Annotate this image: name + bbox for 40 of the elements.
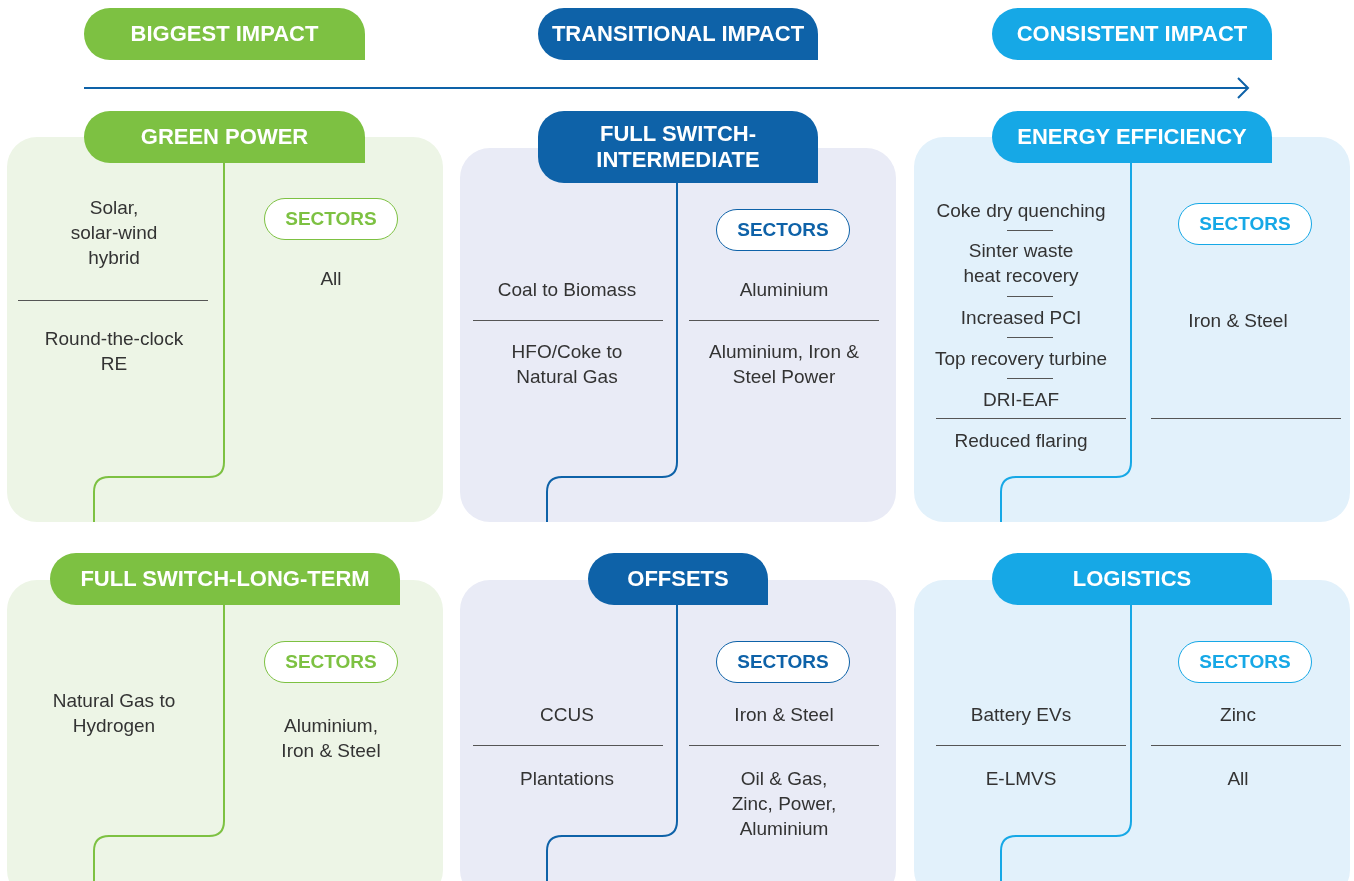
impact-label: TRANSITIONAL IMPACT (538, 8, 818, 60)
lever-text: Reduced flaring (953, 428, 1089, 453)
sector-text: All (319, 266, 343, 291)
sectors-tag: SECTORS (1178, 641, 1312, 683)
sector-text: All (1226, 766, 1250, 791)
lever-text: Coal to Biomass (496, 277, 638, 302)
sector-text: Iron & Steel (1187, 308, 1289, 333)
lever-text: Battery EVs (969, 702, 1073, 727)
sectors-tag: SECTORS (1178, 203, 1312, 245)
sector-text: Aluminium, Iron & Steel Power (709, 340, 859, 389)
lever-text: Solar, solar-wind hybrid (69, 195, 159, 270)
lever-text: Plantations (519, 766, 615, 791)
card-title: GREEN POWER (84, 111, 365, 163)
lever-text: Natural Gas to Hydrogen (51, 689, 177, 738)
card-title: ENERGY EFFICIENCY (992, 111, 1272, 163)
card-title: FULL SWITCH-INTERMEDIATE (538, 111, 818, 183)
lever-text: Increased PCI (959, 305, 1083, 330)
lever-text: E-LMVS (984, 766, 1058, 791)
lever-text: Round-the-clock RE (43, 327, 185, 376)
sector-text: Iron & Steel (733, 702, 835, 727)
sector-text: Aluminium (738, 277, 830, 302)
card-title: FULL SWITCH-LONG-TERM (50, 553, 400, 605)
sector-text: Zinc (1219, 702, 1257, 727)
sector-text: Oil & Gas, Zinc, Power, Aluminium (730, 766, 838, 841)
lever-text: Coke dry quenching (935, 198, 1107, 223)
lever-text: HFO/Coke to Natural Gas (510, 340, 624, 389)
impact-label: CONSISTENT IMPACT (992, 8, 1272, 60)
lever-text: Top recovery turbine (933, 346, 1109, 371)
card-title: LOGISTICS (992, 553, 1272, 605)
impact-label: BIGGEST IMPACT (84, 8, 365, 60)
sectors-tag: SECTORS (264, 641, 398, 683)
card-title: OFFSETS (588, 553, 768, 605)
sector-text: Aluminium, Iron & Steel (280, 714, 382, 763)
lever-text: CCUS (539, 702, 595, 727)
sectors-tag: SECTORS (716, 641, 850, 683)
card-background (460, 148, 896, 522)
sectors-tag: SECTORS (716, 209, 850, 251)
lever-text: Sinter waste heat recovery (962, 239, 1080, 288)
sectors-tag: SECTORS (264, 198, 398, 240)
lever-text: DRI-EAF (982, 387, 1060, 412)
